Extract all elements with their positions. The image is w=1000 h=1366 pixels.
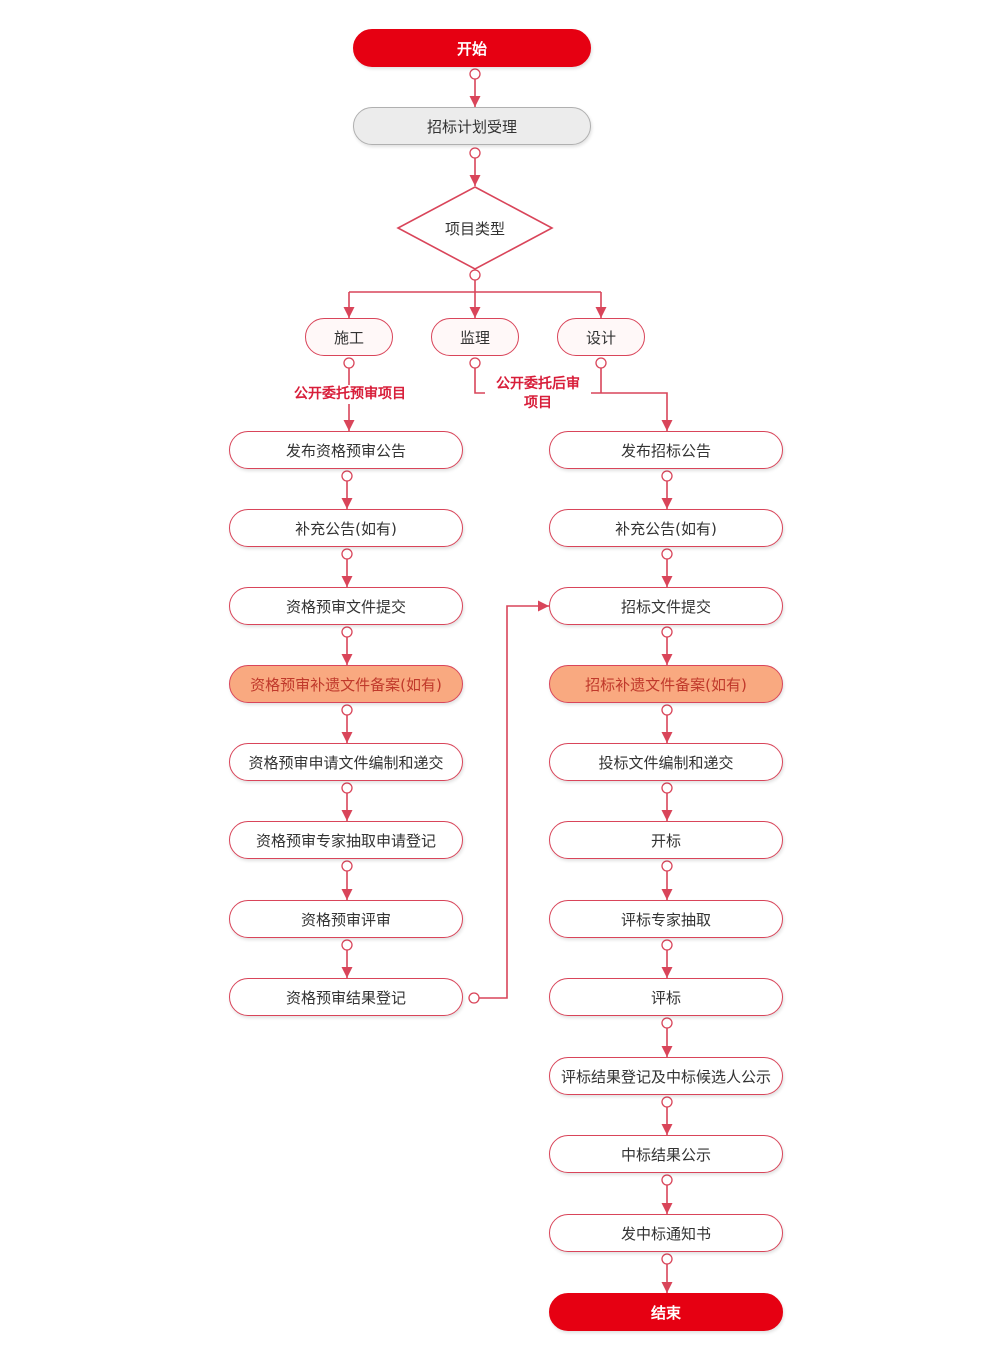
connector-dot-32 (341, 626, 353, 638)
connector-dot-23 (595, 357, 607, 369)
connector-line-78 (479, 605, 549, 999)
arrowhead-34 (341, 732, 353, 743)
arrowhead-64 (661, 967, 673, 978)
arrowhead-12 (469, 307, 481, 318)
arrowhead-67 (661, 1046, 673, 1057)
connector-dot-77 (661, 1253, 673, 1265)
connector-dot-35 (341, 704, 353, 716)
type-supervision: 监理 (431, 318, 519, 356)
arrowhead-55 (661, 732, 673, 743)
connector-dot-47 (661, 470, 673, 482)
branch-label-post-line1: 公开委托后审 (496, 376, 580, 392)
arrowhead-79 (538, 600, 549, 612)
connector-dot-29 (341, 548, 353, 560)
connector-dot-6 (469, 147, 481, 159)
right-step-2: 补充公告(如有) (549, 509, 783, 547)
arrowhead-28 (341, 576, 353, 587)
arrowhead-37 (341, 810, 353, 821)
arrowhead-61 (661, 889, 673, 900)
right-step-1: 发布招标公告 (549, 431, 783, 469)
connector-dot-15 (469, 269, 481, 281)
connector-dot-62 (661, 860, 673, 872)
decision-diamond (396, 186, 554, 270)
arrowhead-25 (341, 498, 353, 509)
type-design: 设计 (557, 318, 645, 356)
arrowhead-14 (595, 307, 607, 318)
connector-dot-80 (468, 992, 480, 1004)
arrowhead-46 (661, 498, 673, 509)
left-step-3: 资格预审文件提交 (229, 587, 463, 625)
connector-dot-74 (661, 1174, 673, 1186)
arrowhead-40 (341, 889, 353, 900)
arrowhead-73 (661, 1203, 673, 1214)
right-step-3: 招标文件提交 (549, 587, 783, 625)
connector-dot-22 (469, 357, 481, 369)
connector-dot-18 (343, 357, 355, 369)
arrowhead-49 (661, 576, 673, 587)
left-step-6: 资格预审专家抽取申请登记 (229, 821, 463, 859)
connector-dot-26 (341, 470, 353, 482)
right-step-8: 评标 (549, 978, 783, 1016)
arrowhead-76 (661, 1282, 673, 1293)
connector-dot-3 (469, 68, 481, 80)
right-step-4: 招标补遗文件备案(如有) (549, 665, 783, 703)
connector-dot-68 (661, 1017, 673, 1029)
right-step-6: 开标 (549, 821, 783, 859)
right-step-5: 投标文件编制和递交 (549, 743, 783, 781)
connector-dot-41 (341, 860, 353, 872)
start-node: 开始 (353, 29, 591, 67)
decision-label: 项目类型 (444, 219, 505, 238)
arrowhead-43 (341, 967, 353, 978)
end-node: 结束 (549, 1293, 783, 1331)
branch-label-pre: 公开委托预审项目 (280, 385, 420, 404)
branch-label-post-line2: 项目 (524, 395, 552, 411)
type-construction: 施工 (305, 318, 393, 356)
left-step-2: 补充公告(如有) (229, 509, 463, 547)
arrowhead-70 (661, 1124, 673, 1135)
arrowhead-17 (343, 420, 355, 431)
arrowhead-10 (343, 307, 355, 318)
connector-dot-65 (661, 939, 673, 951)
connector-dot-38 (341, 782, 353, 794)
left-step-5: 资格预审申请文件编制和递交 (229, 743, 463, 781)
arrowhead-31 (341, 654, 353, 665)
plan-node: 招标计划受理 (353, 107, 591, 145)
connector-dot-44 (341, 939, 353, 951)
connector-dot-56 (661, 704, 673, 716)
left-step-1: 发布资格预审公告 (229, 431, 463, 469)
arrowhead-21 (661, 420, 673, 431)
connector-dot-53 (661, 626, 673, 638)
connector-dot-59 (661, 782, 673, 794)
arrowhead-2 (469, 96, 481, 107)
right-step-11: 发中标通知书 (549, 1214, 783, 1252)
left-step-4: 资格预审补遗文件备案(如有) (229, 665, 463, 703)
arrowhead-5 (469, 175, 481, 186)
right-step-7: 评标专家抽取 (549, 900, 783, 938)
connector-dot-71 (661, 1096, 673, 1108)
connector-dot-50 (661, 548, 673, 560)
left-step-7: 资格预审评审 (229, 900, 463, 938)
right-step-9: 评标结果登记及中标候选人公示 (549, 1057, 783, 1095)
arrowhead-52 (661, 654, 673, 665)
branch-label-post: 公开委托后审 项目 (485, 375, 591, 413)
left-step-8: 资格预审结果登记 (229, 978, 463, 1016)
right-step-10: 中标结果公示 (549, 1135, 783, 1173)
arrowhead-58 (661, 810, 673, 821)
